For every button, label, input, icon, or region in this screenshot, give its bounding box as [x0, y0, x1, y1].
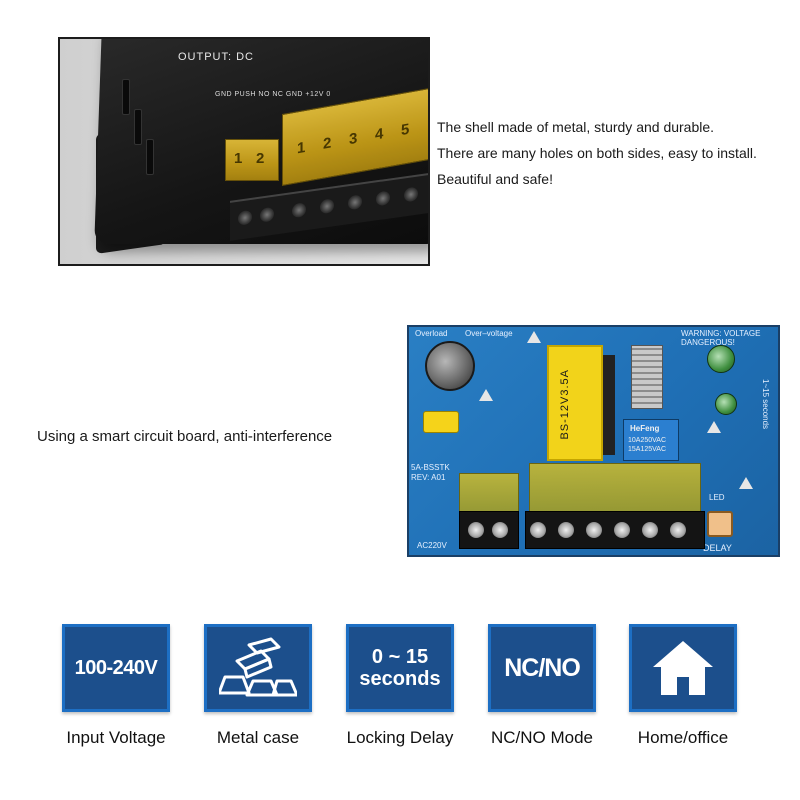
- terminal-screw: [670, 522, 686, 538]
- metal-case-photo: OUTPUT: DC GND PUSH NO NC GND +12V 0 1 2…: [58, 37, 430, 266]
- feature-home-office: Home/office: [629, 624, 737, 747]
- capacitor-green: [707, 345, 735, 373]
- overload-label: Overload: [415, 329, 448, 338]
- device-pin-labels: GND PUSH NO NC GND +12V 0: [215, 91, 331, 98]
- board-description: Using a smart circuit board, anti-interf…: [37, 428, 333, 445]
- terminal-screw: [404, 186, 418, 203]
- case-description: The shell made of metal, sturdy and dura…: [437, 114, 797, 192]
- terminal-block-left: [459, 511, 519, 549]
- feature-ncno-mode: NC/NO NC/NO Mode: [488, 624, 596, 747]
- transformer-label: BS-12V3.5A: [559, 369, 571, 440]
- terminal-screw: [320, 198, 334, 215]
- caption-line: The shell made of metal, sturdy and dura…: [437, 119, 715, 135]
- delay-text: 0 ~ 15 seconds: [359, 646, 440, 690]
- metal-ingots-icon: [219, 637, 297, 697]
- relay: HeFeng 10A250VAC 15A125VAC: [623, 419, 679, 461]
- feature-box: 0 ~ 15 seconds: [346, 624, 454, 712]
- warning-icon: [479, 389, 493, 401]
- device-output-label: OUTPUT: DC: [178, 51, 254, 63]
- feature-label: Locking Delay: [346, 728, 454, 747]
- relay-specs: 10A250VAC 15A125VAC: [628, 437, 667, 453]
- feature-label: Input Voltage: [66, 728, 166, 747]
- terminal-number: 5: [401, 120, 410, 140]
- transformer: [547, 345, 603, 461]
- circuit-board-photo: Overload Over–voltage WARNING: VOLTAGE D…: [407, 325, 780, 557]
- feature-input-voltage: 100-240V Input Voltage: [62, 624, 170, 747]
- capacitor-large: [425, 341, 475, 391]
- warning-label: WARNING: VOLTAGE DANGEROUS!: [681, 329, 761, 347]
- terminal-number: 2: [323, 134, 332, 153]
- voltage-text: 100-240V: [74, 656, 158, 679]
- delay-range: 0 ~ 15: [371, 646, 429, 668]
- terminal-screw: [492, 522, 508, 538]
- feature-box: [204, 624, 312, 712]
- feature-locking-delay: 0 ~ 15 seconds Locking Delay: [346, 624, 454, 747]
- terminal-screw: [614, 522, 630, 538]
- model-label: 5A-BSSTK REV: A01: [411, 463, 450, 482]
- terminal-block-right: [525, 511, 705, 549]
- ncno-text: NC/NO: [504, 653, 581, 682]
- caption-line: Beautiful and safe!: [437, 171, 553, 187]
- terminal-screw: [642, 522, 658, 538]
- warning-icon: [527, 331, 541, 343]
- relay-brand: HeFeng: [630, 424, 660, 433]
- capacitor-green: [715, 393, 737, 415]
- led-label: LED: [709, 493, 725, 502]
- terminal-cover-right: [529, 463, 701, 513]
- terminal-screw: [292, 202, 306, 219]
- feature-metal-case: Metal case: [204, 624, 312, 747]
- ac220v-label: AC220V: [417, 541, 447, 550]
- feature-label: Home/office: [637, 728, 729, 747]
- terminal-screw: [530, 522, 546, 538]
- feature-box: NC/NO: [488, 624, 596, 712]
- house-icon: [653, 641, 713, 695]
- delay-potentiometer: [707, 511, 733, 537]
- seconds-label: 1~15 seconds: [761, 379, 770, 430]
- delay-label: DELAY: [703, 543, 732, 553]
- caption-line: There are many holes on both sides, easy…: [437, 145, 757, 161]
- terminal-screw: [376, 190, 390, 207]
- feature-label: Metal case: [216, 728, 300, 747]
- terminal-screw: [348, 194, 362, 211]
- terminal-screw: [260, 206, 274, 223]
- vent-slot: [122, 79, 130, 115]
- vent-slot: [146, 139, 154, 175]
- warning-icon: [707, 421, 721, 433]
- feature-box: [629, 624, 737, 712]
- film-capacitor: [423, 411, 459, 433]
- terminal-number: 2: [256, 150, 265, 167]
- terminal-number: 3: [349, 129, 358, 149]
- delay-unit: seconds: [359, 668, 441, 690]
- terminal-number: 1: [234, 150, 243, 167]
- terminal-screw: [238, 209, 252, 226]
- heatsink: [631, 345, 663, 409]
- terminal-screw: [586, 522, 602, 538]
- terminal-screw: [558, 522, 574, 538]
- warning-icon: [739, 477, 753, 489]
- terminal-cover-left: [459, 473, 519, 513]
- terminal-screw: [468, 522, 484, 538]
- terminal-number: 1: [297, 138, 306, 158]
- feature-label: NC/NO Mode: [490, 728, 594, 747]
- terminal-cover-left: 1 2: [225, 139, 279, 181]
- vent-slot: [134, 109, 142, 145]
- terminal-number: 4: [375, 125, 384, 144]
- overvoltage-label: Over–voltage: [465, 329, 513, 338]
- feature-box: 100-240V: [62, 624, 170, 712]
